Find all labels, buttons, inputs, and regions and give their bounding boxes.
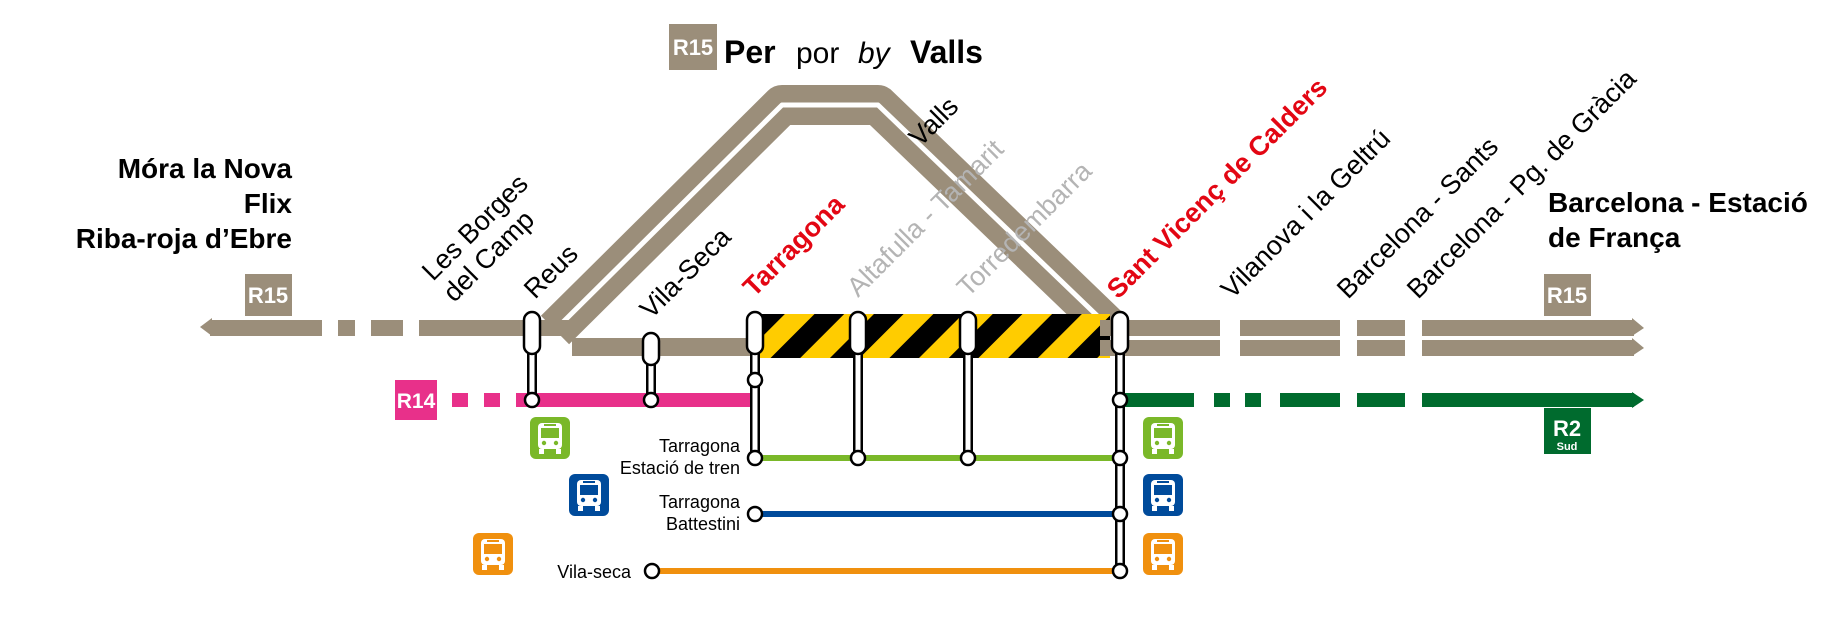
bus-label-tarragona-estacio-1: Tarragona: [659, 436, 741, 456]
r15-east-upper: [1422, 320, 1634, 336]
station-vila-seca[interactable]: [641, 331, 661, 367]
r15-east-upper: [1100, 320, 1220, 336]
r2-track: [1120, 393, 1194, 407]
node-vila-seca-r14: [642, 391, 660, 409]
r2-line: R2 Sud: [1120, 392, 1644, 454]
bus-icon-orange-left: [473, 533, 513, 575]
left-terminus: Móra la Nova Flix Riba-roja d’Ebre: [76, 153, 293, 254]
r15-west-dash: [338, 320, 355, 336]
r2-dash: [1214, 393, 1230, 407]
r15-lower-track: [572, 338, 752, 356]
r2-track: [1422, 393, 1634, 407]
node-sant-vicenc-green: [1111, 449, 1129, 467]
header-per: Per: [724, 34, 776, 70]
bus-icon-blue-right: [1143, 474, 1183, 516]
node-altafulla-bus: [849, 449, 867, 467]
node-tarragona-r14: [746, 371, 764, 389]
r15-right-badge-label: R15: [1547, 283, 1587, 308]
bus-icon-blue-left: [569, 474, 609, 516]
bus-icon-green-right: [1143, 417, 1183, 459]
r2-dash: [1245, 393, 1261, 407]
bus-icon-orange-right: [1143, 533, 1183, 575]
r2-arrow: [1632, 392, 1644, 408]
r14-line: R14: [395, 380, 752, 420]
header-title: R15 Per por by Valls: [669, 24, 983, 70]
node-sant-vicenc-orange: [1111, 562, 1129, 580]
bus-icons: [473, 417, 1183, 575]
node-reus-r14: [523, 391, 541, 409]
header-by: by: [858, 37, 892, 70]
terminus-bcn-franca-2: de França: [1548, 222, 1681, 253]
node-tarragona-bus: [746, 449, 764, 467]
terminus-riba-roja: Riba-roja d’Ebre: [76, 223, 292, 254]
header-por: por: [796, 37, 839, 70]
r14-dash: [484, 393, 500, 407]
r15-east-arrow: [1632, 338, 1644, 356]
r15-east-arrow: [1632, 318, 1644, 336]
r15-east-lower: [1100, 340, 1220, 356]
station-torredembarra[interactable]: [958, 310, 978, 356]
station-reus[interactable]: [522, 310, 542, 356]
header-valls: Valls: [910, 34, 983, 70]
right-terminus: Barcelona - Estació de França: [1548, 187, 1808, 253]
r15-east-lower: [1240, 340, 1340, 356]
r14-track: [516, 393, 752, 407]
r15-west-seg: [210, 320, 322, 336]
terminus-flix: Flix: [244, 188, 293, 219]
station-connectors: [527, 318, 1125, 576]
bus-label-vila-seca: Vila-seca: [557, 562, 632, 582]
r14-badge-label: R14: [397, 390, 436, 413]
bus-lines: [652, 455, 1120, 574]
r2-badge: [1544, 408, 1591, 454]
bus-icon-green-left: [530, 417, 570, 459]
node-sant-vicenc-r2: [1111, 391, 1129, 409]
r2-dash: [1280, 393, 1340, 407]
r15-left-badge: [245, 274, 292, 316]
r2-dash: [1357, 393, 1405, 407]
valls-loop: [540, 85, 1126, 345]
r15-east-lower: [1422, 340, 1634, 356]
r15-header-badge: [669, 24, 717, 70]
r15-east-upper: [1357, 320, 1405, 336]
terminus-mora: Móra la Nova: [118, 153, 293, 184]
r15-east-lower: [1357, 340, 1405, 356]
station-capsules[interactable]: [522, 310, 1130, 367]
r15-left-badge-label: R15: [248, 283, 288, 308]
bus-label-tarragona-estacio-2: Estació de tren: [620, 458, 740, 478]
station-connectors-fill: [529, 320, 1123, 574]
bus-stop-labels: Tarragona Estació de tren Tarragona Batt…: [557, 436, 741, 582]
r15-header-badge-label: R15: [673, 35, 713, 60]
node-vila-seca-bus: [643, 562, 661, 580]
station-sant-vicenc[interactable]: [1110, 310, 1130, 356]
label-tarragona: Tarragona: [737, 188, 851, 302]
node-torredembarra-bus: [959, 449, 977, 467]
r15-west-seg: [419, 320, 577, 336]
node-sant-vicenc-blue: [1111, 505, 1129, 523]
label-sant-vicenc: Sant Vicenç de Calders: [1101, 72, 1333, 304]
r15-east-upper: [1240, 320, 1340, 336]
valls-loop-divider: [553, 102, 1114, 332]
station-tarragona[interactable]: [745, 310, 765, 356]
station-altafulla[interactable]: [848, 310, 868, 356]
node-battestini: [746, 505, 764, 523]
terminus-bcn-franca-1: Barcelona - Estació: [1548, 187, 1808, 218]
r15-west-dash: [371, 320, 403, 336]
r14-badge: [395, 380, 437, 420]
bus-label-battestini-2: Battestini: [666, 514, 740, 534]
r14-dash: [452, 393, 468, 407]
r15-right-badge: [1544, 274, 1591, 316]
r15-west-arrow: [200, 318, 212, 336]
bus-label-battestini-1: Tarragona: [659, 492, 741, 512]
works-section-hazard: [752, 314, 1110, 358]
valls-loop-gap: [863, 146, 917, 182]
r2-badge-sub: Sud: [1557, 441, 1578, 453]
r2-badge-label: R2: [1553, 416, 1581, 441]
r15-trunk: [200, 314, 1644, 358]
interchange-nodes: [523, 371, 1129, 580]
